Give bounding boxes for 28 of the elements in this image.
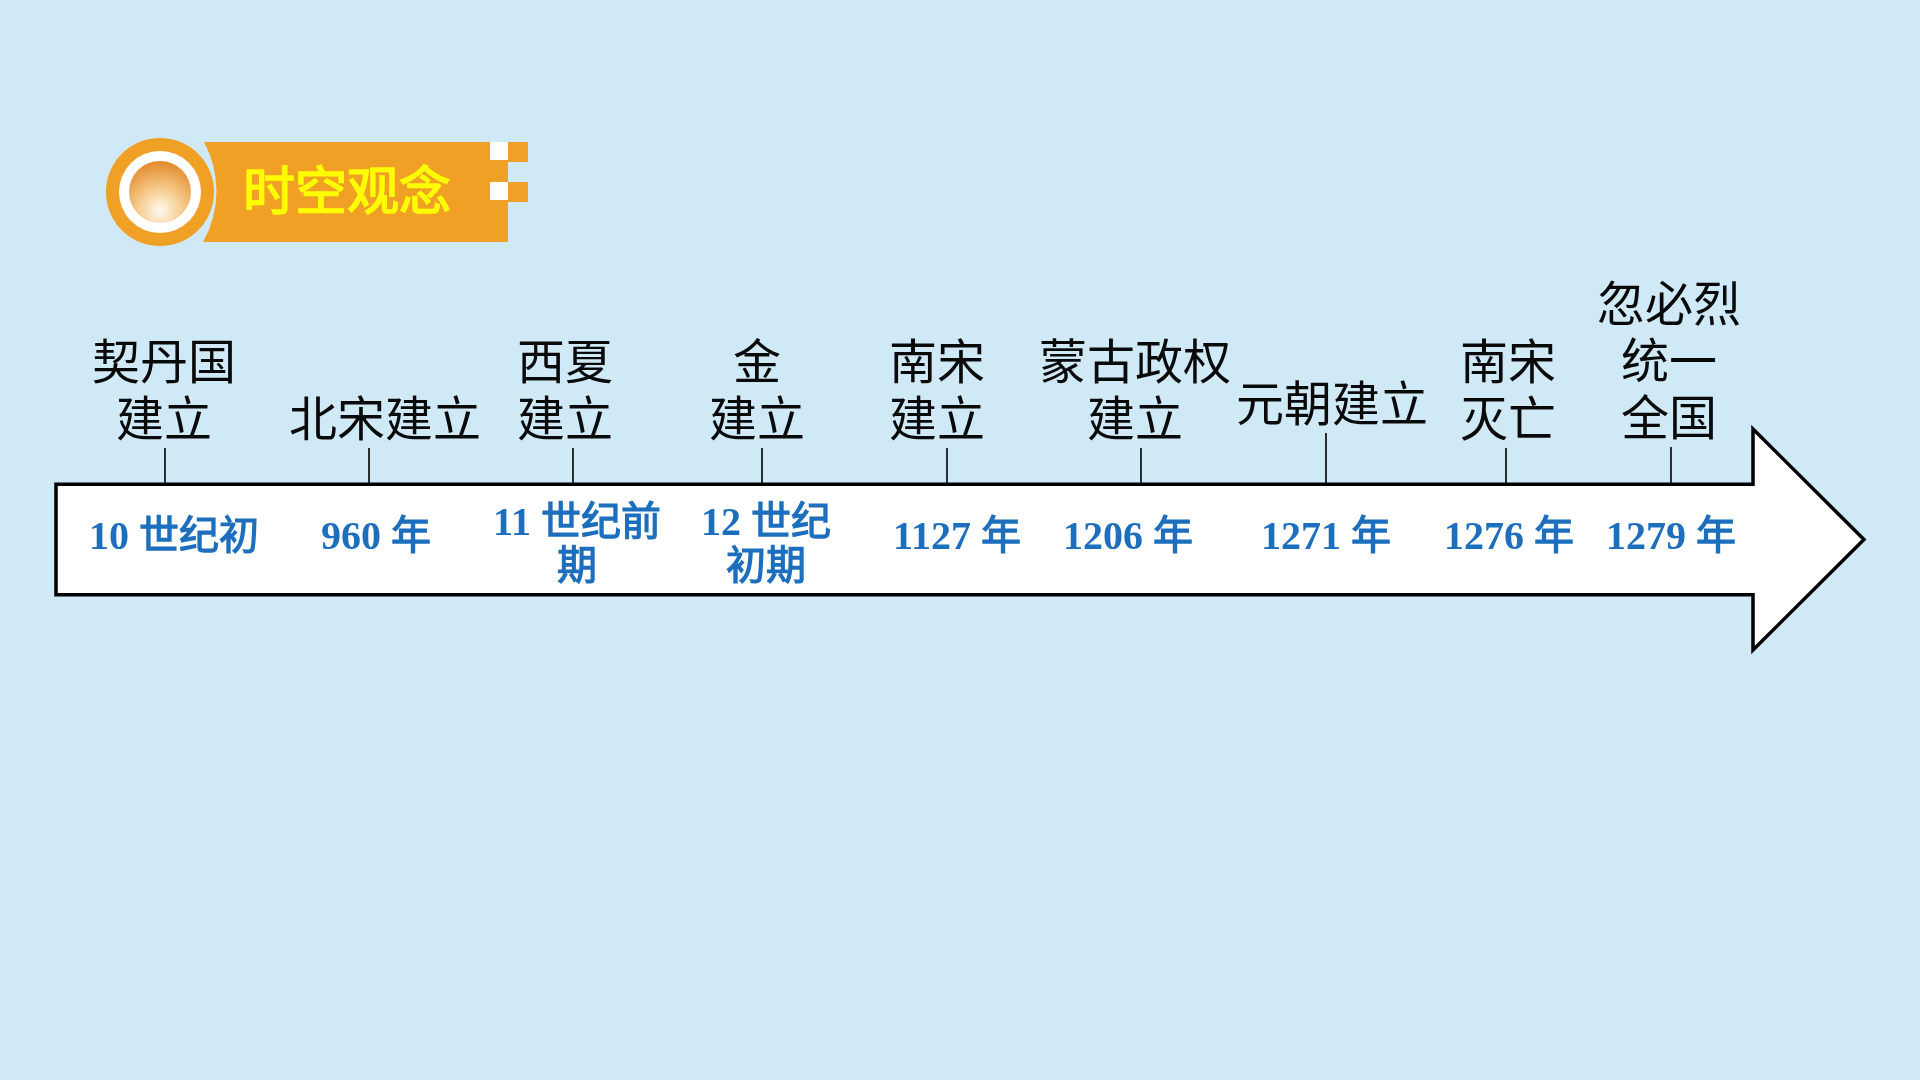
event-label: 南宋灭亡 [1453,334,1563,448]
event-label: 金建立 [707,334,807,448]
leader-line [368,447,370,486]
date-label: 1127 年 [885,514,1029,558]
event-label: 南宋建立 [882,334,992,448]
leader-line [946,447,948,486]
date-label: 1276 年 [1437,514,1581,558]
date-label: 1271 年 [1254,514,1398,558]
date-label: 12 世纪初期 [692,500,840,588]
leader-line [1140,447,1142,486]
date-label: 1206 年 [1056,514,1200,558]
leader-line [1505,447,1507,486]
leader-line [572,447,574,486]
event-label: 北宋建立 [285,391,485,448]
leader-line [1670,446,1672,486]
leader-line [1325,432,1327,486]
event-label: 西夏建立 [510,334,620,448]
title-banner: 时空观念 [203,142,528,242]
event-label: 契丹国建立 [85,334,243,448]
date-label: 1279 年 [1599,514,1743,558]
event-label: 忽必烈统一全国 [1595,276,1743,447]
leader-line [164,447,166,486]
event-label: 蒙古政权建立 [1037,334,1233,448]
date-label: 10 世纪初 [82,514,266,558]
date-label: 11 世纪前期 [485,500,669,588]
leader-line [761,447,763,486]
event-label: 元朝建立 [1234,376,1430,433]
date-label: 960 年 [312,514,440,558]
